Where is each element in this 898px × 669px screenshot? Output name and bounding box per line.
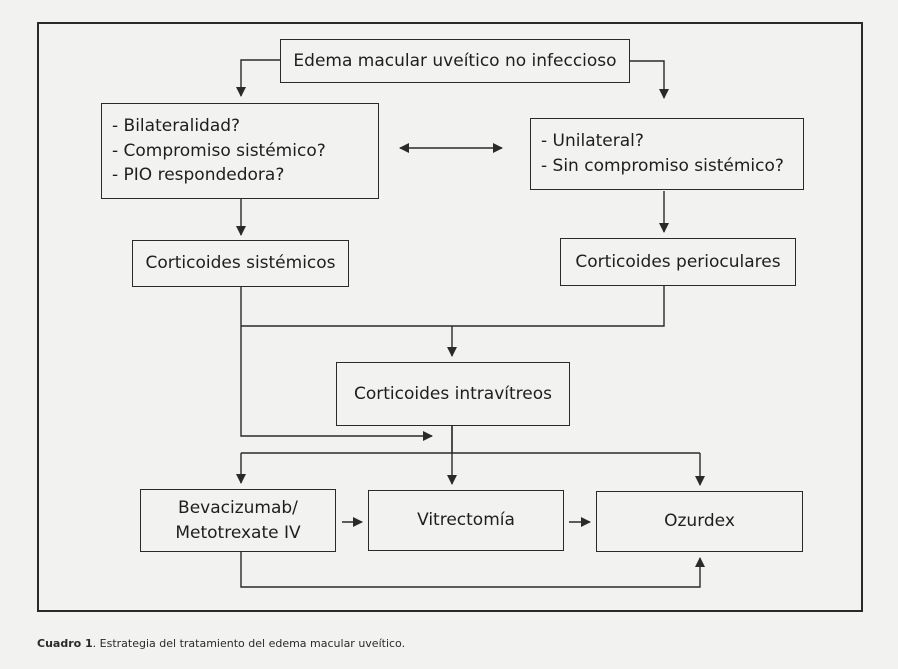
caption-label: Cuadro 1 bbox=[37, 637, 93, 650]
node-periocular-corticoids: Corticoides perioculares bbox=[560, 238, 796, 286]
node-root: Edema macular uveítico no infeccioso bbox=[280, 39, 630, 83]
node-left-criteria: - Bilateralidad? - Compromiso sistémico?… bbox=[101, 103, 379, 199]
node-right-criteria: - Unilateral? - Sin compromiso sistémico… bbox=[530, 118, 804, 190]
node-periocular-label: Corticoides perioculares bbox=[575, 251, 781, 272]
node-bevacizumab-line1: Bevacizumab/ bbox=[178, 497, 298, 518]
node-vitrectomy: Vitrectomía bbox=[368, 490, 564, 551]
criteria-compromiso-sistemico: - Compromiso sistémico? bbox=[112, 140, 326, 161]
node-systemic-corticoids: Corticoides sistémicos bbox=[132, 240, 349, 287]
node-bevacizumab: Bevacizumab/ Metotrexate IV bbox=[140, 489, 336, 552]
node-intravitreal-label: Corticoides intravítreos bbox=[354, 383, 552, 404]
node-vitrectomy-label: Vitrectomía bbox=[417, 510, 515, 531]
criteria-bilateralidad: - Bilateralidad? bbox=[112, 116, 241, 137]
node-systemic-label: Corticoides sistémicos bbox=[145, 253, 336, 274]
node-bevacizumab-line2: Metotrexate IV bbox=[175, 522, 301, 543]
node-intravitreal-corticoids: Corticoides intravítreos bbox=[336, 362, 570, 426]
criteria-pio-respondedora: - PIO respondedora? bbox=[112, 165, 285, 186]
node-ozurdex: Ozurdex bbox=[596, 491, 803, 552]
caption-text: . Estrategia del tratamiento del edema m… bbox=[92, 637, 406, 650]
diagram-frame bbox=[37, 22, 863, 612]
node-root-label: Edema macular uveítico no infeccioso bbox=[293, 50, 617, 71]
criteria-sin-compromiso-sistemico: - Sin compromiso sistémico? bbox=[541, 156, 784, 176]
figure-caption: Cuadro 1. Estrategia del tratamiento del… bbox=[37, 637, 405, 650]
criteria-unilateral: - Unilateral? bbox=[541, 131, 644, 152]
node-ozurdex-label: Ozurdex bbox=[664, 511, 735, 532]
